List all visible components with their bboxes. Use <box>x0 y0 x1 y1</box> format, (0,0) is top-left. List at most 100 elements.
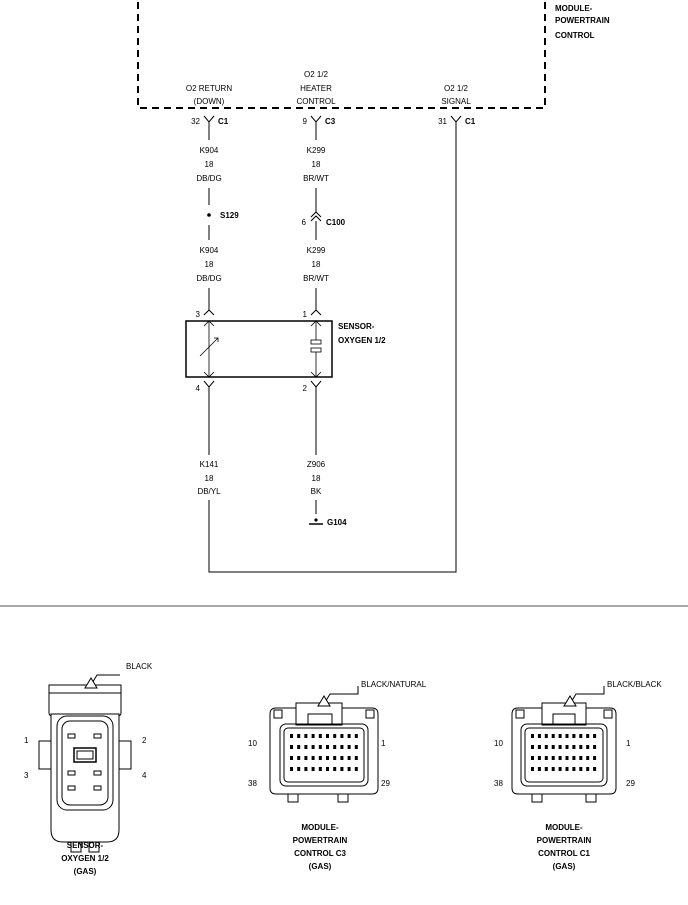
sensor-pin2-label: 2 <box>303 384 308 393</box>
pin-cavity <box>531 756 534 760</box>
pcm-title-line3: CONTROL <box>555 31 595 40</box>
pcm-title-line1: MODULE- <box>555 4 593 13</box>
sensor-title-2: OXYGEN 1/2 <box>338 336 386 345</box>
pin-cavity <box>531 745 534 749</box>
pin-cavity <box>565 734 569 738</box>
pin-cavity <box>586 767 590 771</box>
z906-circuit: Z906 <box>307 460 326 469</box>
pin-cavity <box>586 745 590 749</box>
pin-cavity <box>531 767 534 771</box>
pcm-module-box <box>137 2 546 109</box>
pin-cavity <box>593 734 597 738</box>
pin-cavity <box>531 734 534 738</box>
pin-cavity <box>354 756 358 760</box>
k904-b-circuit: K904 <box>200 246 219 255</box>
sensor-conn-pin3: 3 <box>24 771 29 780</box>
pin-cavity <box>593 745 597 749</box>
pin-31-number: 31 <box>438 117 447 126</box>
pin-cavity <box>290 745 293 749</box>
pin-cavity <box>593 767 597 771</box>
pin-cavity <box>311 756 315 760</box>
pcm-c3-title-2: POWERTRAIN <box>293 836 348 845</box>
pin-cavity <box>565 745 569 749</box>
sensor-title-1: SENSOR- <box>338 322 375 331</box>
sensor-conn-title-1: SENSOR- <box>67 841 104 850</box>
pcm-c1-title-4: (GAS) <box>553 862 576 871</box>
pcm-c1-pin-bl: 38 <box>494 779 503 788</box>
pin-cavity <box>318 767 322 771</box>
pin-cavity <box>551 767 555 771</box>
pcm-c3-pin-tl: 10 <box>248 739 257 748</box>
pcm-c3-color: BLACK/NATURAL <box>361 680 427 689</box>
pin-cavity <box>297 767 301 771</box>
k299-a-color: BR/WT <box>303 174 329 183</box>
pin-cavity <box>537 745 541 749</box>
pin-cavity <box>558 745 562 749</box>
k904-b-color: DB/DG <box>196 274 221 283</box>
pin-cavity <box>572 745 576 749</box>
pcm-c3-connector-face <box>269 702 379 803</box>
sensor-pin3-symbol <box>203 309 215 316</box>
sensor-conn-pin4: 4 <box>142 771 147 780</box>
c100-pin: 6 <box>302 218 307 227</box>
pin-cavity <box>333 756 337 760</box>
pcm-c3-callout <box>317 686 359 707</box>
pin-cavity <box>544 734 548 738</box>
pin-cavity <box>326 756 329 760</box>
pin-cavity <box>579 745 583 749</box>
pin-cavity <box>354 734 358 738</box>
pin-cavity <box>347 734 351 738</box>
pin-cavity <box>297 734 301 738</box>
pin-cavity <box>304 734 308 738</box>
pin-cavity <box>537 767 541 771</box>
pcm-c3-pin-grid <box>290 734 358 771</box>
pin-cavity <box>572 734 576 738</box>
sensor-conn-pin1: 1 <box>24 736 29 745</box>
k904-a-gauge: 18 <box>205 160 214 169</box>
sensor-connector-color: BLACK <box>126 662 153 671</box>
pin-cavity <box>551 734 555 738</box>
pin-cavity <box>544 756 548 760</box>
pin-cavity <box>347 767 351 771</box>
pin-cavity <box>333 745 337 749</box>
pin-cavity <box>333 767 337 771</box>
pin-cavity <box>354 767 358 771</box>
sensor-connector-callout <box>84 674 120 689</box>
pin-cavity <box>304 767 308 771</box>
sensor-connector-face <box>38 684 132 853</box>
k299-a-gauge: 18 <box>312 160 321 169</box>
pin-cavity <box>326 734 329 738</box>
pin-9-conn: C3 <box>325 117 336 126</box>
pin-cavity <box>318 745 322 749</box>
pin-9-number: 9 <box>303 117 308 126</box>
pin-cavity <box>340 734 344 738</box>
z906-gauge: 18 <box>312 474 321 483</box>
sensor-conn-pin2: 2 <box>142 736 147 745</box>
pin-cavity <box>551 745 555 749</box>
pin-32-number: 32 <box>191 117 200 126</box>
k299-b-gauge: 18 <box>312 260 321 269</box>
pcm-c3-pin-tr: 1 <box>381 739 386 748</box>
pin-cavity <box>558 734 562 738</box>
pin-cavity <box>318 756 322 760</box>
o2-return-label-1: O2 RETURN <box>186 84 232 93</box>
splice-label: S129 <box>220 211 239 220</box>
pin-symbol-9 <box>310 115 322 123</box>
pcm-c3-title-3: CONTROL C3 <box>294 849 346 858</box>
c100-label: C100 <box>326 218 346 227</box>
pin-cavity <box>579 767 583 771</box>
pin-cavity <box>537 734 541 738</box>
k904-b-gauge: 18 <box>205 260 214 269</box>
pin-cavity <box>544 767 548 771</box>
sensor-conn-title-3: (GAS) <box>74 867 97 876</box>
oxygen-sensor-box <box>185 320 333 378</box>
pcm-c1-title-3: CONTROL C1 <box>538 849 590 858</box>
heater-label-1: O2 1/2 <box>304 70 329 79</box>
pin-cavity <box>586 756 590 760</box>
pin-32-conn: C1 <box>218 117 229 126</box>
pcm-c1-pin-tl: 10 <box>494 739 503 748</box>
pin-cavity <box>572 767 576 771</box>
pcm-title-line2: POWERTRAIN <box>555 16 610 25</box>
pin-cavity <box>565 756 569 760</box>
z906-color: BK <box>311 487 322 496</box>
